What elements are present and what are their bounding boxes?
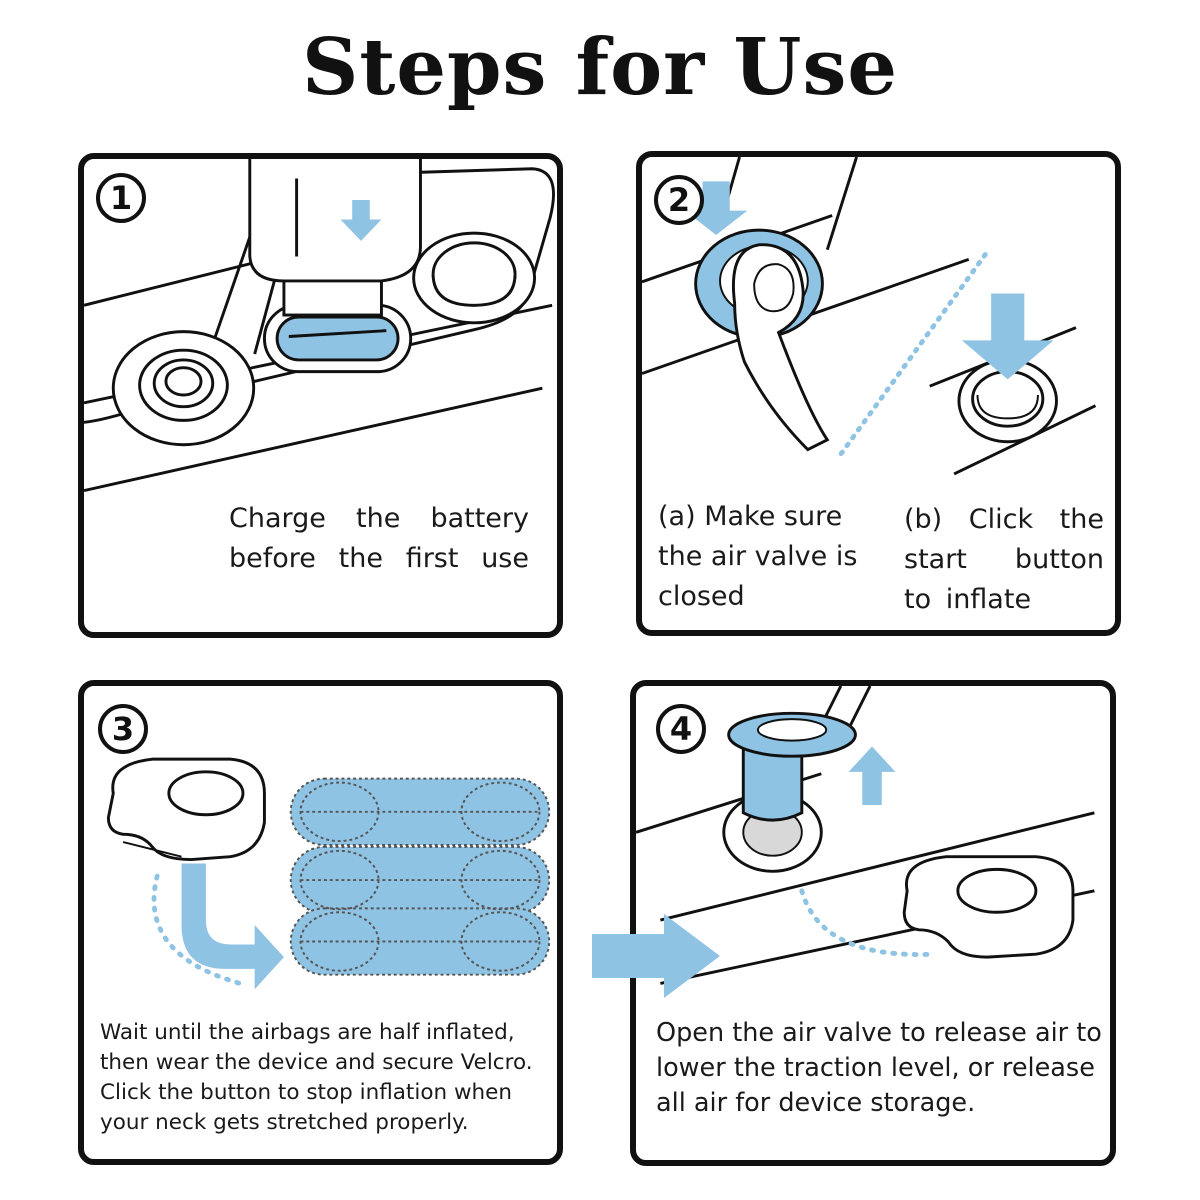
charging-port-illustration [84, 159, 555, 493]
step-4-instruction: Open the air valve to release air to low… [656, 1018, 1102, 1118]
step-1-number-badge: 1 [96, 173, 146, 223]
valve-and-button-illustration [642, 157, 1097, 476]
step-4-panel: 4 Open the air valve to release air to l… [630, 680, 1116, 1166]
step-2a-instruction: (a) Make sure the air valve is closed [658, 501, 858, 612]
step-3-number-badge: 3 [98, 704, 148, 754]
next-step-arrow-icon [592, 914, 720, 998]
step-2-panel: 2 (a) Make sure the air valve is closed … [636, 151, 1121, 636]
step-3-instruction: Wait until the airbags are half inflated… [100, 1020, 533, 1135]
step-4-number-badge: 4 [656, 704, 706, 754]
step-1-instruction: Charge the battery before the first use [229, 503, 529, 574]
air-release-illustration [636, 686, 1095, 985]
step-2-number-badge: 2 [654, 175, 704, 225]
step-2b-instruction: (b) Click the start button to inflate [904, 504, 1104, 615]
inflation-illustration [106, 757, 551, 990]
page-title: Steps for Use [302, 22, 898, 113]
step-1-panel: 1 Charge the battery before the first us… [78, 153, 563, 638]
step-3-panel: 3 Wait until the airbags are half inflat… [78, 680, 563, 1165]
